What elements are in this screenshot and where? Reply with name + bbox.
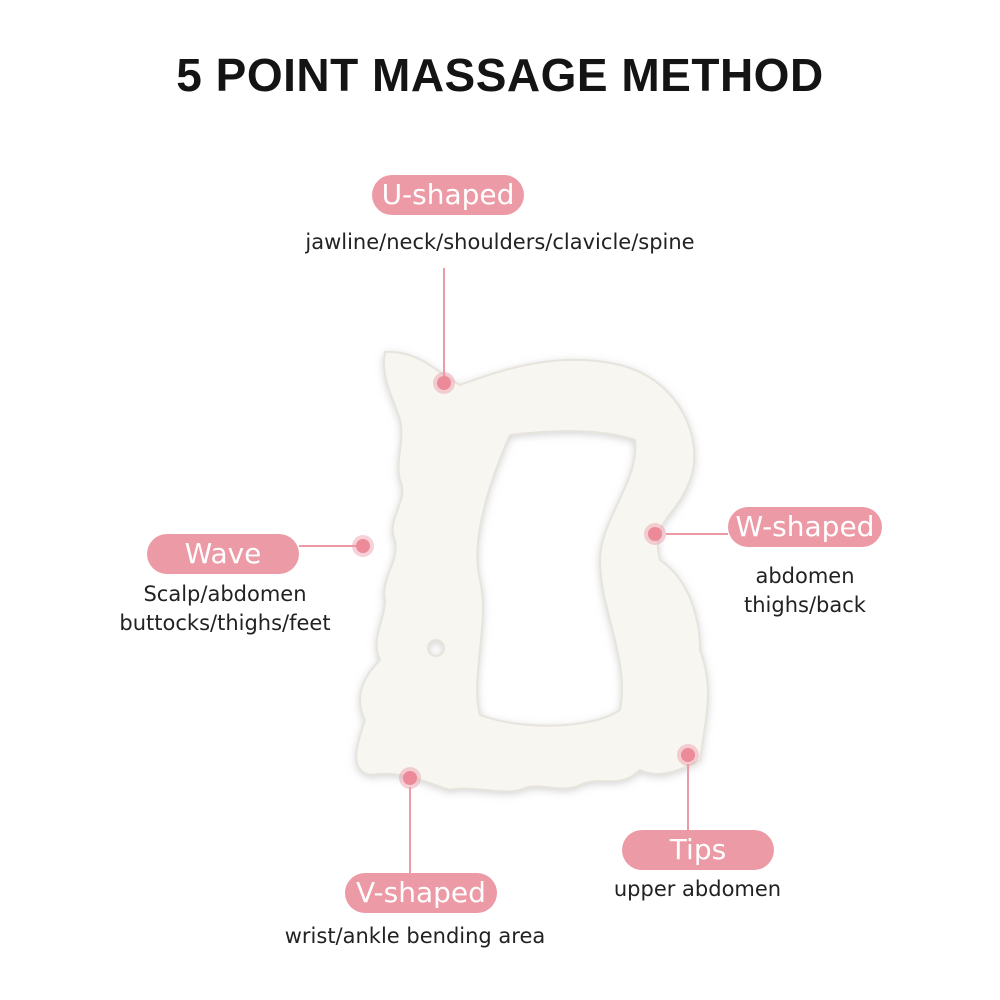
tips-desc: upper abdomen [613,877,782,901]
u-shaped-marker [437,376,451,390]
v-shaped-marker [403,771,417,785]
w-shaped-desc-line: thighs/back [744,593,866,617]
w-shaped-label: W-shaped [728,507,882,547]
v-shaped-desc: wrist/ankle bending area [284,924,546,948]
tips-label: Tips [622,830,774,870]
tips-leader-line [687,764,689,830]
wave-leader-line [299,545,357,547]
u-shaped-label: U-shaped [372,175,524,215]
u-shaped-leader-line [443,268,445,380]
w-shaped-marker [648,527,662,541]
v-shaped-label: V-shaped [345,873,497,913]
page-title: 5 POINT MASSAGE METHOD [176,49,824,101]
w-shaped-desc: abdomen thighs/back [700,562,910,620]
wave-label: Wave [147,534,299,574]
wave-marker [356,539,370,553]
wave-desc-line: Scalp/abdomen [143,582,307,606]
v-shaped-leader-line [409,787,411,873]
wave-desc-line: buttocks/thighs/feet [119,611,331,635]
w-shaped-leader-line [666,533,728,535]
w-shaped-desc-line: abdomen [755,564,855,588]
u-shaped-desc: jawline/neck/shoulders/clavicle/spine [305,230,695,254]
wave-desc: Scalp/abdomen buttocks/thighs/feet [80,580,370,638]
tips-marker [681,748,695,762]
